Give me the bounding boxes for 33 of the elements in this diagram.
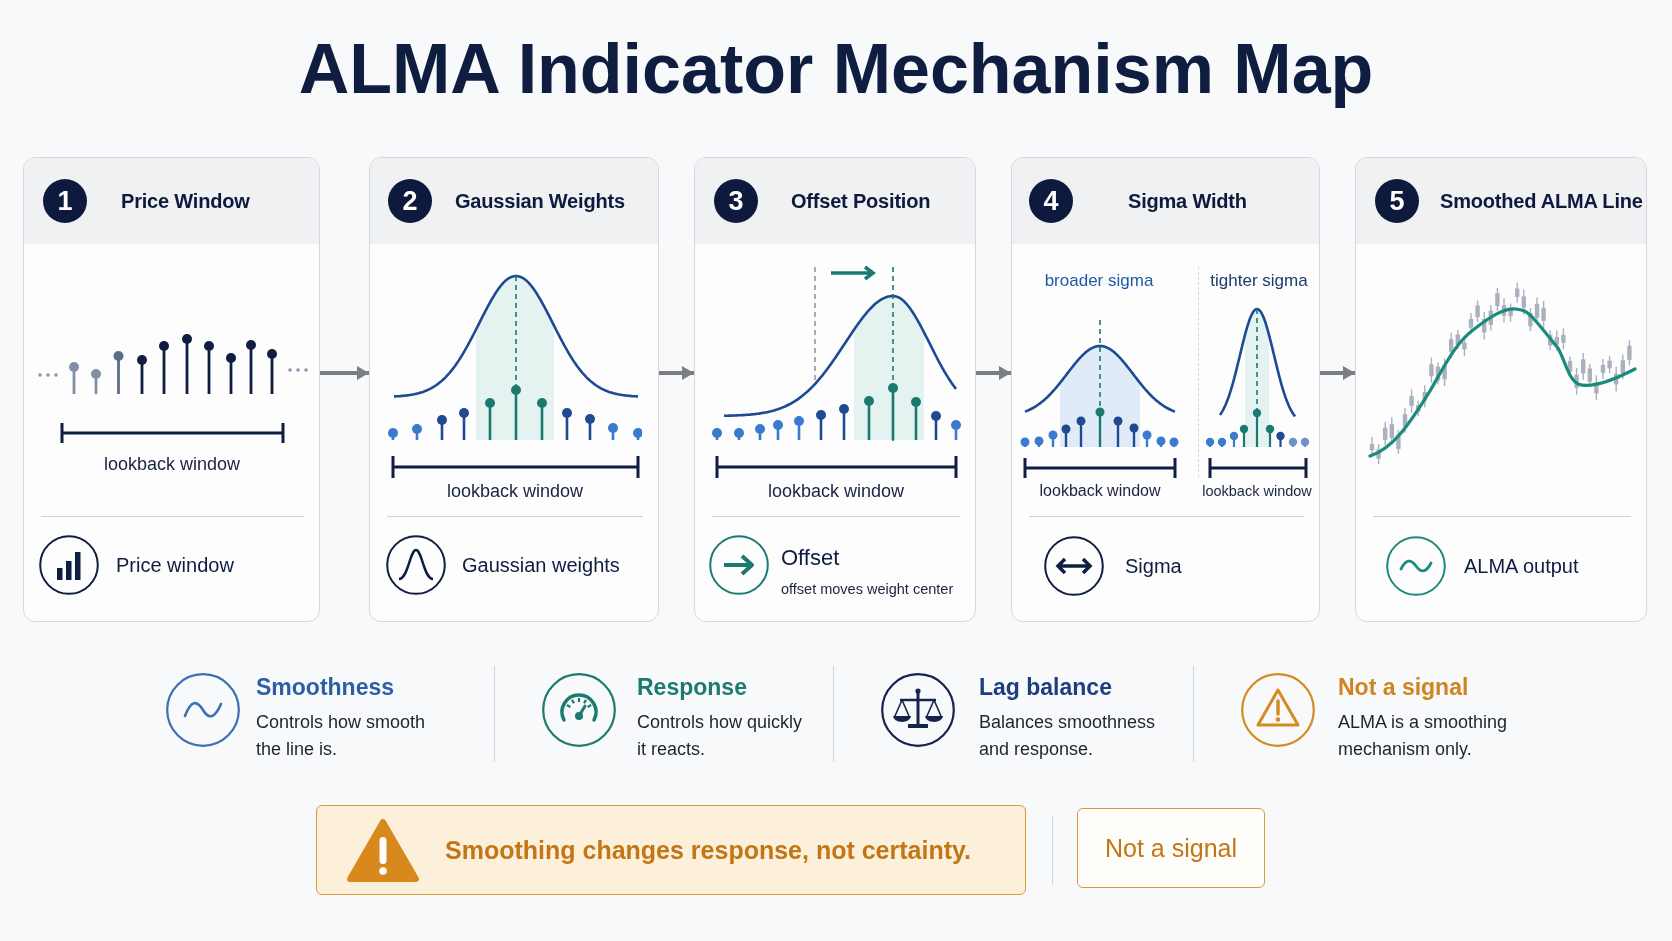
feature-heading: Not a signal bbox=[1338, 673, 1469, 701]
panel-caption: Price window bbox=[116, 553, 234, 577]
caption-note: offset moves weight center bbox=[781, 580, 954, 598]
panel-heading: Gaussian Weights bbox=[455, 189, 625, 213]
warning-text: Smoothing changes response, not certainty. bbox=[445, 835, 971, 864]
step-number: 2 bbox=[388, 179, 432, 223]
panel-heading: Offset Position bbox=[791, 189, 931, 213]
panel-heading: Price Window bbox=[121, 189, 250, 213]
curve-label: tighter sigma bbox=[1210, 271, 1308, 291]
panel-heading: Smoothed ALMA Line bbox=[1440, 189, 1643, 213]
feature-description: ALMA is a smoothing mechanism only. bbox=[1338, 711, 1509, 761]
feature-description: Controls how quickly it reacts. bbox=[637, 711, 804, 761]
step-number: 5 bbox=[1375, 179, 1419, 223]
window-label: lookback window bbox=[1202, 482, 1312, 500]
feature-description: Controls how smooth the line is. bbox=[256, 711, 427, 761]
feature-heading: Response bbox=[637, 673, 747, 701]
window-label: lookback window bbox=[767, 480, 905, 502]
window-label: lookback window bbox=[103, 453, 241, 475]
title: ALMA Indicator Mechanism Map bbox=[298, 29, 1374, 110]
window-label: lookback window bbox=[1039, 481, 1161, 501]
step-number: 3 bbox=[714, 179, 758, 223]
step-number: 1 bbox=[43, 179, 87, 223]
panel-caption: Gaussian weights bbox=[462, 553, 620, 577]
feature-heading: Lag balance bbox=[979, 673, 1112, 701]
window-label: lookback window bbox=[446, 480, 584, 502]
panel-caption: Sigma bbox=[1125, 554, 1182, 578]
feature-heading: Smoothness bbox=[256, 673, 395, 701]
panel-heading: Sigma Width bbox=[1128, 189, 1247, 213]
panel-caption: ALMA output bbox=[1464, 554, 1579, 578]
step-number: 4 bbox=[1029, 179, 1073, 223]
curve-label: broader sigma bbox=[1044, 271, 1154, 291]
feature-description: Balances smoothness and response. bbox=[979, 711, 1157, 761]
panel-caption: Offset bbox=[781, 545, 840, 571]
